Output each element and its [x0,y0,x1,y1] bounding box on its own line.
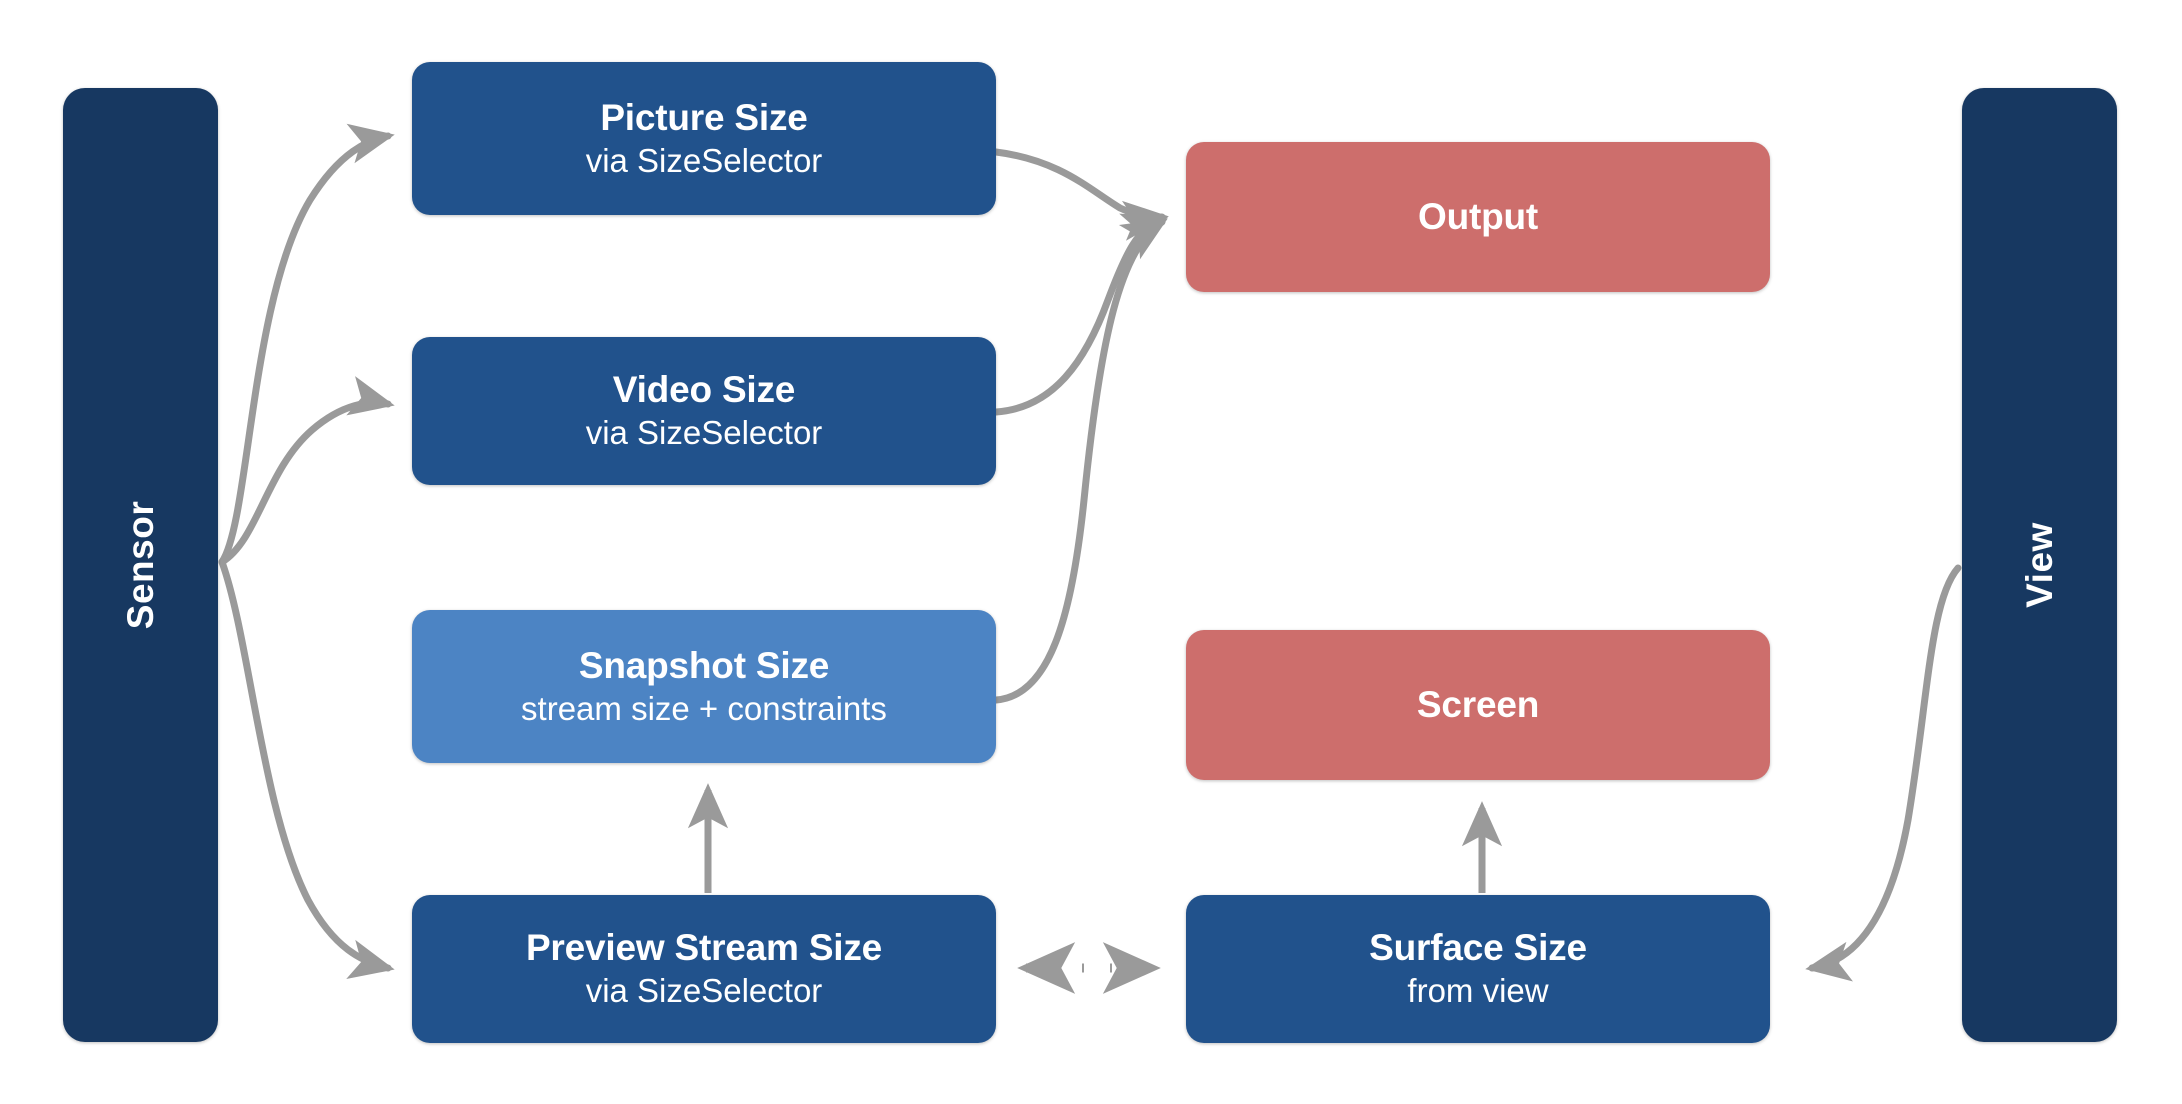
edge-picture-size-to-output [992,148,1169,241]
node-output[interactable]: Output [1186,142,1770,292]
edge-view-to-surface-size [1805,564,1962,982]
edge-video-size-to-output [992,213,1169,416]
edge-sensor-to-preview-stream-size [218,558,395,979]
node-video-size-subtitle: via SizeSelector [585,414,823,451]
lane-sensor[interactable]: Sensor [63,88,218,1042]
edge-sensor-to-video-size [218,376,395,566]
node-screen[interactable]: Screen [1186,630,1770,780]
node-snapshot-size-title: Snapshot Size [578,644,830,686]
node-picture-size-title: Picture Size [600,96,808,138]
lane-view[interactable]: View [1962,88,2117,1042]
node-snapshot-size[interactable]: Snapshot Size stream size + constraints [412,610,996,763]
node-screen-title: Screen [1416,684,1540,726]
edge-sensor-to-picture-size [218,123,395,566]
edge-snapshot-size-to-output [992,218,1168,704]
node-picture-size[interactable]: Picture Size via SizeSelector [412,62,996,215]
lane-sensor-label: Sensor [119,500,161,630]
lane-view-label: View [2018,522,2060,608]
node-surface-size-subtitle: from view [1407,972,1549,1009]
node-output-title: Output [1417,196,1539,238]
node-surface-size-title: Surface Size [1369,927,1587,969]
node-video-size-title: Video Size [612,369,796,411]
node-preview-stream-size-title: Preview Stream Size [525,927,883,969]
node-picture-size-subtitle: via SizeSelector [585,141,823,179]
node-surface-size[interactable]: Surface Size from view [1186,895,1770,1043]
node-snapshot-size-subtitle: stream size + constraints [521,689,887,727]
node-preview-stream-size-subtitle: via SizeSelector [585,972,823,1009]
node-video-size[interactable]: Video Size via SizeSelector [412,337,996,485]
node-preview-stream-size[interactable]: Preview Stream Size via SizeSelector [412,895,996,1043]
